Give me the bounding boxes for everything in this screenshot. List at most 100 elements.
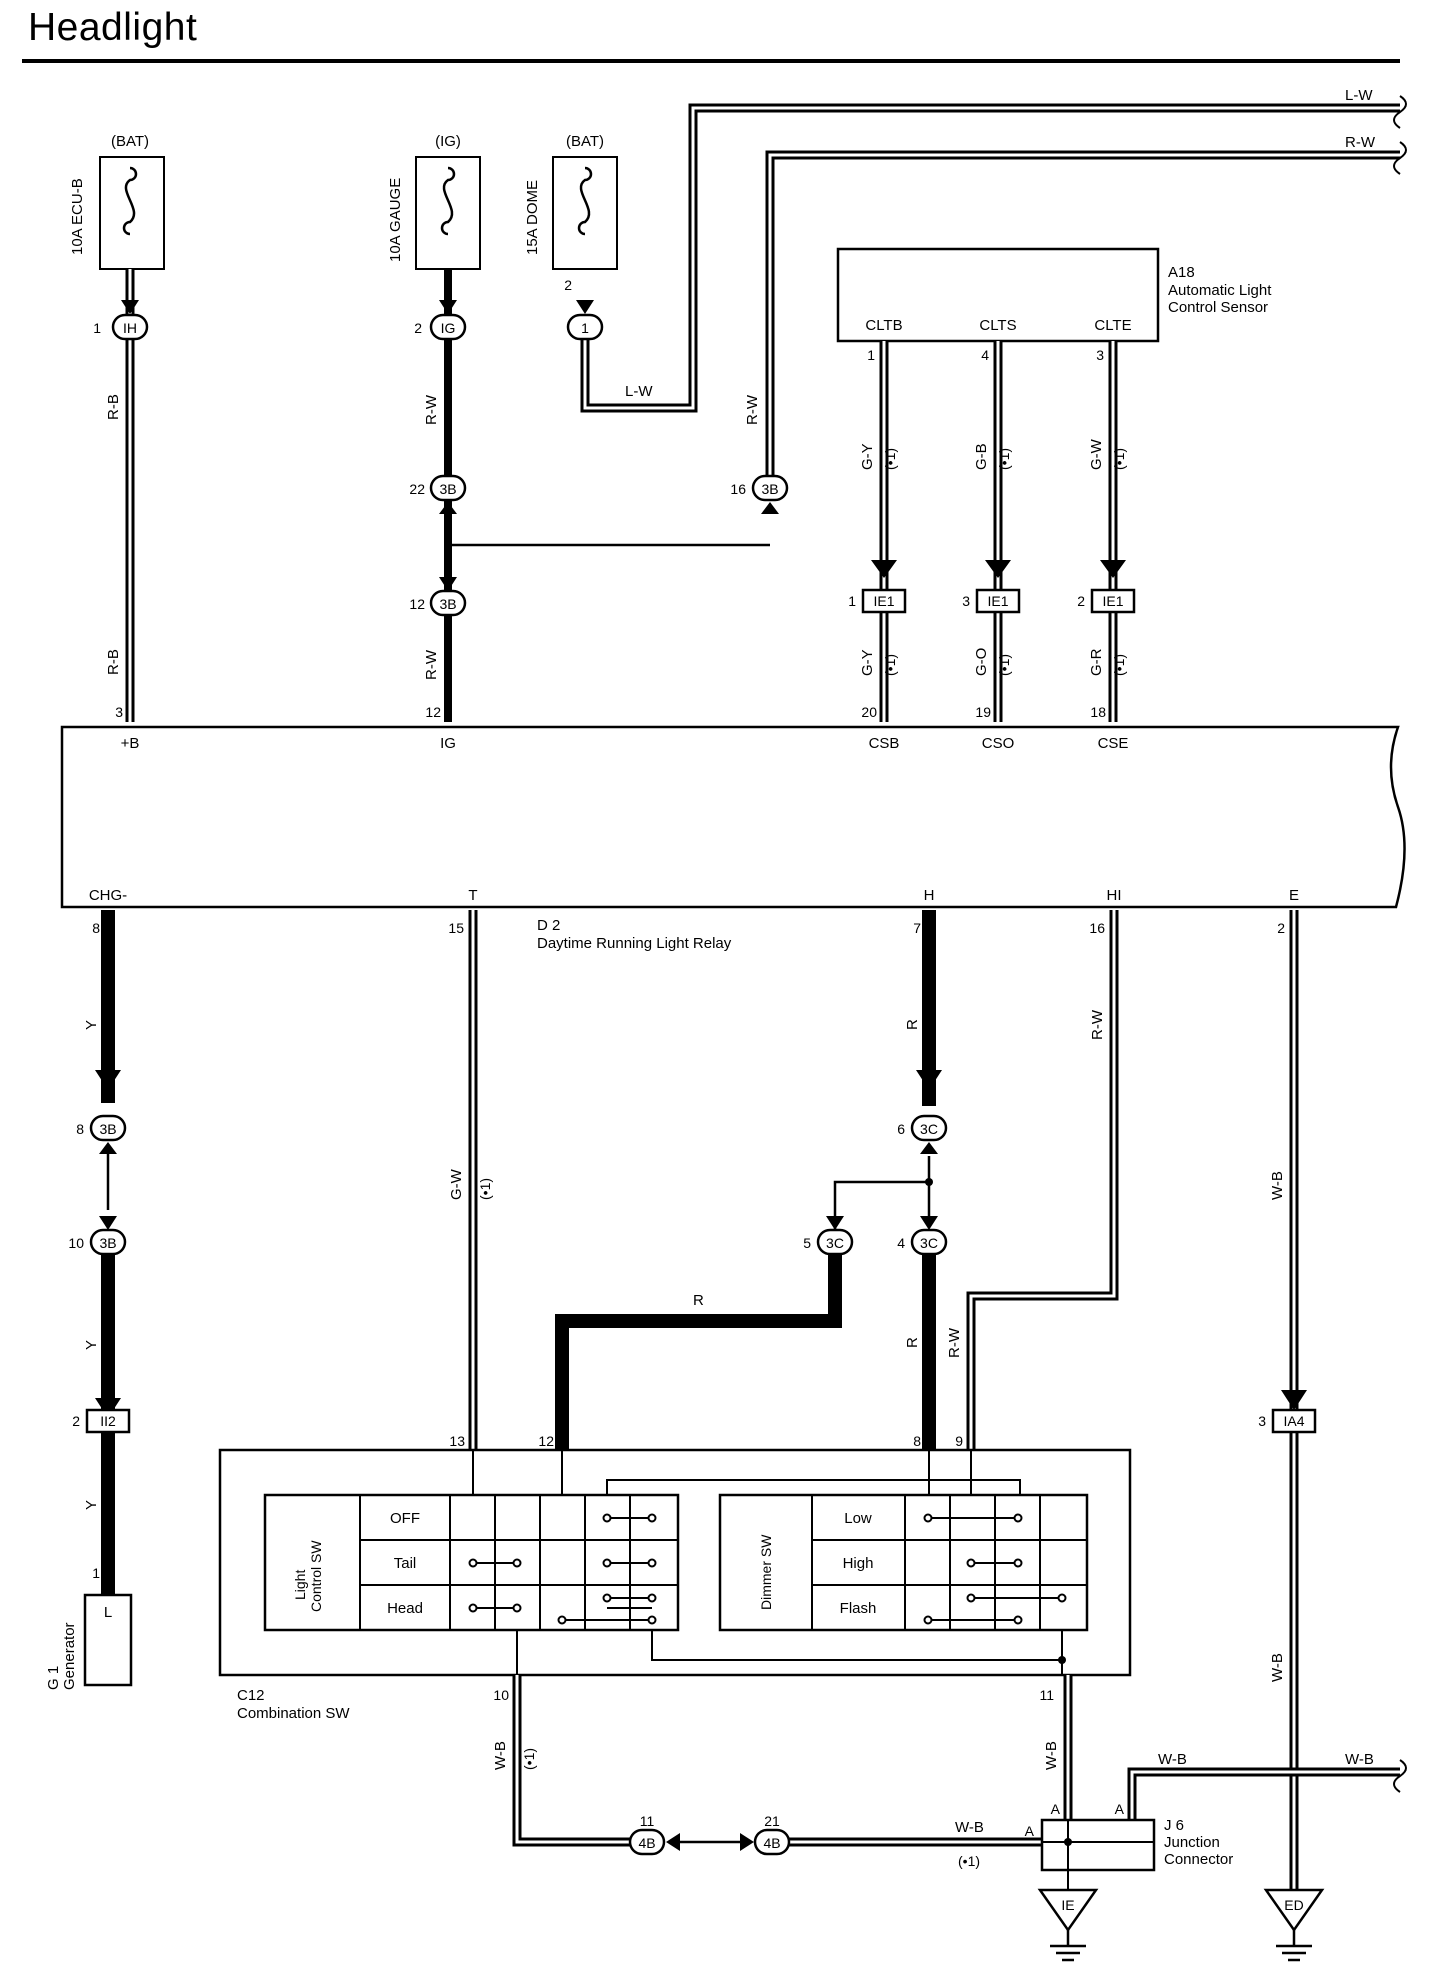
wire-label-rb-2: R-B	[105, 649, 122, 675]
wire-label-y-3: Y	[83, 1500, 100, 1510]
note-1-h: (•1)	[521, 1748, 537, 1770]
pin-b-plus: 3	[115, 704, 123, 720]
svg-text:IG: IG	[441, 320, 456, 336]
wire-label-lw-2: L-W	[1345, 87, 1373, 104]
svg-text:CLTE: CLTE	[1094, 317, 1131, 334]
wire-label-gb: G-B	[973, 443, 990, 470]
wire-label-gw-1: G-W	[1088, 438, 1105, 470]
pin-h: 7	[913, 920, 921, 936]
combination-sw-name: Combination SW	[237, 1705, 350, 1722]
sensor-wires	[871, 341, 1126, 722]
svg-text:3C: 3C	[920, 1235, 938, 1251]
fuse-ecu-b-supply: (BAT)	[111, 133, 149, 150]
svg-text:1: 1	[93, 320, 101, 336]
pin-hi: 16	[1089, 920, 1105, 936]
wire-label-wb-11: W-B	[1043, 1741, 1060, 1770]
page-title: Headlight	[28, 6, 198, 49]
pin-12: 12	[538, 1433, 554, 1449]
svg-text:8: 8	[76, 1121, 84, 1137]
fuse-gauge-supply: (IG)	[435, 133, 461, 150]
wire-label-lw-1: L-W	[625, 383, 653, 400]
svg-text:5: 5	[803, 1235, 811, 1251]
svg-text:3B: 3B	[99, 1121, 116, 1137]
svg-text:16: 16	[730, 481, 746, 497]
relay-id: D 2	[537, 917, 560, 934]
svg-text:IH: IH	[123, 320, 137, 336]
svg-text:Tail: Tail	[394, 1555, 417, 1572]
svg-text:2: 2	[414, 320, 422, 336]
svg-text:Dimmer SW: Dimmer SW	[758, 1534, 774, 1610]
svg-text:Light: Light	[292, 1570, 308, 1600]
connector-ih: IH 1	[93, 300, 149, 341]
fuse-ecu-b: (BAT) 10A ECU-B	[69, 133, 165, 270]
fuse-dome: (BAT) 15A DOME	[524, 133, 618, 270]
note-1-f: (•1)	[1111, 654, 1127, 676]
connector-3c-4: 3C 4	[897, 1216, 948, 1256]
svg-text:Generator: Generator	[61, 1622, 78, 1690]
pin-generator: 1	[92, 1565, 100, 1581]
svg-text:CLTS: CLTS	[979, 317, 1016, 334]
connector-4b-21: 4B 21	[740, 1813, 791, 1856]
svg-text:3C: 3C	[826, 1235, 844, 1251]
wire-label-r-3: R	[693, 1292, 704, 1309]
connector-3b-12: 3B 12	[409, 577, 467, 617]
wire-label-rw-12: R-W	[423, 649, 440, 680]
svg-text:+B: +B	[121, 735, 140, 752]
svg-text:10: 10	[68, 1235, 84, 1251]
svg-text:H: H	[924, 887, 935, 904]
svg-text:21: 21	[764, 1813, 780, 1829]
pin-11: 11	[1039, 1687, 1054, 1703]
wire-label-rw-22: R-W	[423, 394, 440, 425]
wire-label-wb-j6: W-B	[1158, 1751, 1187, 1768]
wire-label-wb-2: W-B	[1269, 1653, 1286, 1682]
svg-text:E: E	[1289, 887, 1299, 904]
wire-label-rb-1: R-B	[105, 394, 122, 420]
pin-t: 15	[448, 920, 464, 936]
svg-text:T: T	[468, 887, 477, 904]
svg-text:J 6: J 6	[1164, 1817, 1184, 1834]
pin-10: 10	[493, 1687, 509, 1703]
connector-4b-11: 4B 11	[628, 1813, 680, 1856]
svg-text:1: 1	[867, 347, 875, 363]
connector-3c-5: 3C 5	[803, 1216, 854, 1256]
daytime-running-light-relay: +B IG CSB CSO CSE CHG- T H HI E	[60, 725, 1406, 909]
svg-text:3: 3	[962, 593, 970, 609]
note-1-a: (•1)	[882, 448, 898, 470]
fuse-dome-supply: (BAT)	[566, 133, 604, 150]
svg-text:IE1: IE1	[873, 593, 894, 609]
connector-dome-1: 1 2	[564, 277, 604, 341]
wire-label-y-2: Y	[83, 1340, 100, 1350]
svg-text:Automatic Light: Automatic Light	[1168, 282, 1272, 299]
pin-e: 2	[1277, 920, 1285, 936]
svg-text:G 1: G 1	[45, 1666, 62, 1690]
wire-label-wb-10: W-B	[492, 1741, 509, 1770]
svg-text:22: 22	[409, 481, 425, 497]
pin-csb: 20	[861, 704, 877, 720]
svg-text:3B: 3B	[99, 1235, 116, 1251]
svg-text:1: 1	[581, 320, 589, 336]
svg-text:12: 12	[409, 596, 425, 612]
note-1-c: (•1)	[1111, 448, 1127, 470]
svg-text:4: 4	[897, 1235, 905, 1251]
connector-ie1-2: IE1 2	[1077, 588, 1136, 614]
wire-label-go: G-O	[973, 648, 990, 676]
connector-ii2: II2 2	[72, 1408, 131, 1434]
svg-text:Control Sensor: Control Sensor	[1168, 299, 1268, 316]
svg-text:HI: HI	[1107, 887, 1122, 904]
svg-text:Head: Head	[387, 1600, 423, 1617]
wire-label-wb-4b: W-B	[955, 1819, 984, 1836]
svg-text:ED: ED	[1284, 1897, 1303, 1913]
wire-label-r-2: R	[904, 1337, 921, 1348]
fuse-ecu-b-label: 10A ECU-B	[69, 178, 86, 255]
wire-label-y-1: Y	[83, 1020, 100, 1030]
svg-text:CSE: CSE	[1098, 735, 1129, 752]
wire-label-gy-2: G-Y	[859, 649, 876, 676]
svg-text:Flash: Flash	[840, 1600, 877, 1617]
wire-label-rw-top: R-W	[1345, 134, 1376, 151]
connector-3b-8: 3B 8	[76, 1114, 127, 1154]
wire-label-r-1: R	[904, 1019, 921, 1030]
svg-text:IA4: IA4	[1283, 1413, 1304, 1429]
svg-text:4B: 4B	[638, 1835, 655, 1851]
svg-text:2: 2	[1077, 593, 1085, 609]
